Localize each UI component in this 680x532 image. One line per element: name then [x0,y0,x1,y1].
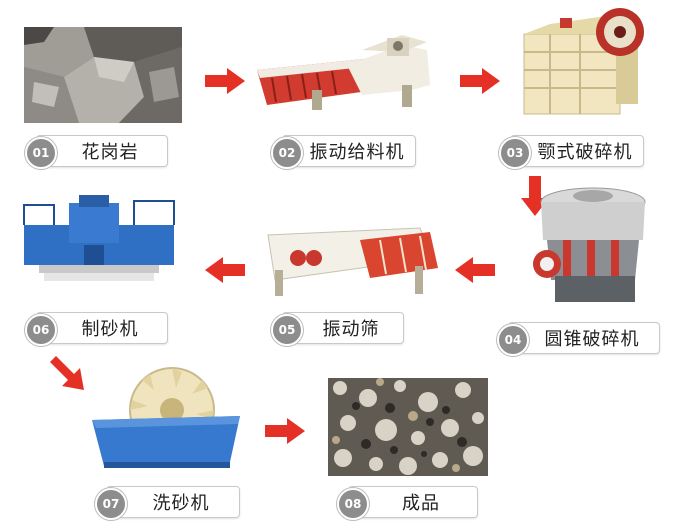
down-right-arrow-icon [50,356,84,390]
finished-product-image [328,378,488,476]
step-03-label: 03 颚式破碎机 [499,135,644,169]
sand-washing-machine-image [90,358,240,470]
step-07-number: 07 [95,488,127,520]
step-08-label: 08 成品 [337,486,478,520]
step-06-label: 06 制砂机 [25,312,168,346]
sand-making-machine-image [14,195,184,285]
vibrating-feeder-image [252,30,434,116]
step-05-number: 05 [271,314,303,346]
step-05-label: 05 振动筛 [271,312,404,346]
step-07-label: 07 洗砂机 [95,486,240,520]
step-04-number: 04 [497,324,529,356]
step-08-number: 08 [337,488,369,520]
left-arrow-icon [455,257,495,283]
step-08-text: 成品 [402,493,440,514]
right-arrow-icon [265,418,305,444]
step-04-label: 04 圆锥破碎机 [497,322,660,356]
right-arrow-icon [460,68,500,94]
step-06-text: 制砂机 [81,319,139,340]
step-06-number: 06 [25,314,57,346]
cone-crusher-image [525,180,655,308]
vibrating-screen-image [260,210,440,302]
step-02-number: 02 [271,137,303,169]
step-04-text: 圆锥破碎机 [544,329,640,350]
step-05-text: 振动筛 [322,319,380,340]
step-01-number: 01 [25,137,57,169]
left-arrow-icon [205,257,245,283]
step-02-label: 02 振动给料机 [271,135,416,169]
granite-image [24,27,182,123]
step-07-text: 洗砂机 [152,493,210,514]
right-arrow-icon [205,68,245,94]
step-01-text: 花岗岩 [81,142,139,163]
step-03-number: 03 [499,137,531,169]
step-03-text: 颚式破碎机 [537,142,633,163]
step-02-text: 振动给料机 [309,142,405,163]
jaw-crusher-image [520,4,650,118]
step-01-label: 01 花岗岩 [25,135,168,169]
